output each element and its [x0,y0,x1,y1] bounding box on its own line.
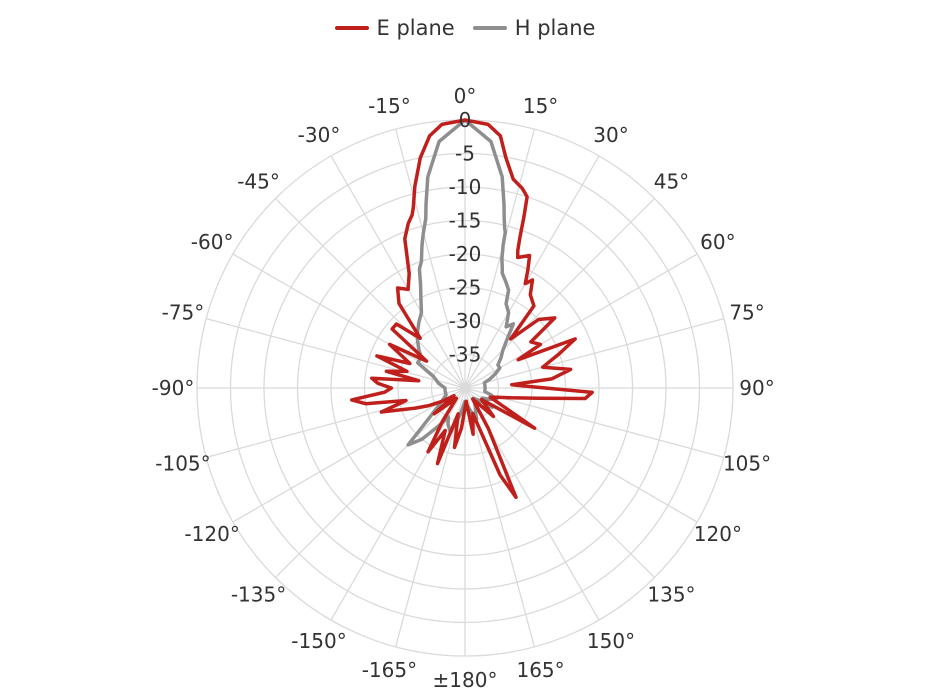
radial-tick-label: 0 [459,108,472,132]
radial-tick-label: -20 [449,242,482,266]
grid-spoke [464,387,535,648]
angle-tick-label: 105° [723,452,771,476]
legend-swatch-h-plane [472,26,507,30]
angle-tick-label: 120° [694,522,742,546]
series-layer [349,118,594,500]
grid-spoke [464,387,725,458]
grid-spoke [275,387,466,578]
legend-label-h-plane: H plane [514,16,596,40]
angle-tick-label: -90° [152,376,195,400]
angle-tick-label: 75° [729,300,764,324]
axis-labels: 0° 15° 30° 45° 60° 75° 90° 105° 120° 135° 150° 165°… [152,84,775,692]
grid-spoke [395,128,466,389]
angle-tick-label: 60° [700,230,735,254]
grid-spoke [205,387,466,458]
angle-tick-label: -45° [237,170,280,194]
grid-spoke [232,253,466,389]
legend: E plane H plane [0,16,930,40]
radial-tick-label: -25 [449,276,482,300]
series-line-e-plane [349,118,594,500]
radial-tick-label: -15 [449,209,482,233]
grid-spoke [275,198,466,389]
angle-tick-label: 15° [523,94,558,118]
angle-tick-label: 90° [739,376,774,400]
angle-tick-label: -15° [368,94,411,118]
angle-tick-label: -105° [155,452,210,476]
angle-tick-label: -165° [362,658,417,682]
radial-tick-label: -30 [449,309,482,333]
grid-spoke [464,198,655,389]
grid-spoke [464,128,535,389]
grid-spoke [464,253,698,389]
radial-tick-label: -35 [449,343,482,367]
grid-spoke [330,155,466,389]
grid-spoke [395,387,466,648]
angle-tick-label: -75° [162,300,205,324]
angle-tick-label: 165° [516,658,564,682]
legend-swatch-e-plane [334,26,369,30]
legend-label-e-plane: E plane [376,16,455,40]
grid-spoke [232,387,466,523]
grid-spoke [330,387,466,621]
angle-tick-label: 30° [593,123,628,147]
angle-tick-label: 0° [454,84,477,108]
grid-spoke [205,318,466,389]
grid-spoke [464,318,725,389]
angle-tick-label: -150° [291,629,346,653]
grid-spoke [464,155,600,389]
polar-grid [196,119,734,657]
angle-tick-label: 150° [587,629,635,653]
legend-item-h-plane[interactable]: H plane [472,16,596,40]
angle-tick-label: ±180° [433,668,498,692]
angle-tick-label: -60° [191,230,234,254]
angle-tick-label: 45° [654,170,689,194]
angle-tick-label: -120° [184,522,239,546]
radial-tick-label: -5 [455,142,475,166]
grid-spoke [464,387,655,578]
angle-tick-label: -30° [298,123,341,147]
angle-tick-label: 135° [647,582,695,606]
legend-item-e-plane[interactable]: E plane [334,16,455,40]
angle-tick-label: -135° [231,582,286,606]
radial-tick-label: -10 [449,175,482,199]
